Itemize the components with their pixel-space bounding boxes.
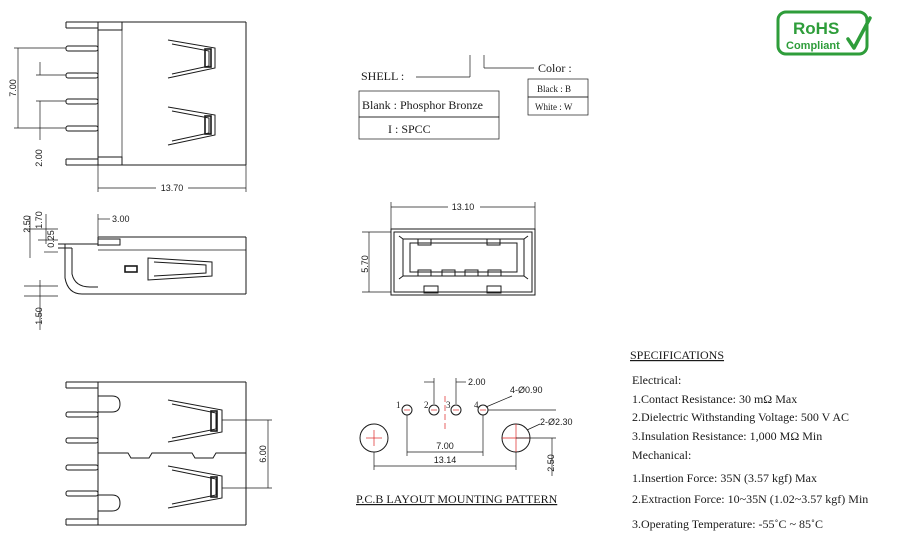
svg-text:5.70: 5.70 bbox=[360, 255, 370, 273]
dim-bottom-height: 6.00 bbox=[222, 419, 272, 489]
dim-pcb-hole-big: 2-Ø2.30 bbox=[526, 417, 573, 431]
svg-text:2.00: 2.00 bbox=[34, 149, 44, 167]
color-label: Color : bbox=[538, 61, 572, 75]
rohs-text: RoHS bbox=[793, 19, 839, 38]
dim-pcb-hole-small: 4-Ø0.90 bbox=[485, 385, 543, 408]
dim-front-width: 13.10 bbox=[390, 201, 536, 229]
pcb-pin-4: 4 bbox=[474, 400, 479, 410]
shell-row-1: Blank : Phosphor Bronze bbox=[362, 98, 483, 112]
specs-title: SPECIFICATIONS bbox=[630, 348, 724, 362]
dim-side-left: 2.50 1.70 0.25 1.50 bbox=[22, 211, 58, 330]
checkmark-icon bbox=[846, 16, 872, 50]
svg-text:0.25: 0.25 bbox=[46, 230, 56, 248]
mechanical-item-2: 2.Extraction Force: 10~35N (1.02~3.57 kg… bbox=[632, 492, 868, 506]
svg-text:4-Ø0.90: 4-Ø0.90 bbox=[510, 385, 543, 395]
svg-text:2.00: 2.00 bbox=[468, 377, 486, 387]
mechanical-item-3: 3.Operating Temperature: -55˚C ~ 85˚C bbox=[632, 517, 823, 531]
pcb-pin-3: 3 bbox=[446, 400, 451, 410]
electrical-item-1: 1.Contact Resistance: 30 mΩ Max bbox=[632, 392, 797, 406]
svg-text:1.50: 1.50 bbox=[34, 307, 44, 325]
dim-pcb-offset: 2.50 bbox=[488, 409, 556, 476]
electrical-item-3: 3.Insulation Resistance: 1,000 MΩ Min bbox=[632, 429, 822, 443]
svg-text:7.00: 7.00 bbox=[8, 79, 18, 97]
svg-text:3.00: 3.00 bbox=[112, 214, 130, 224]
dim-side-top: 3.00 bbox=[97, 214, 130, 237]
top-view-pins bbox=[65, 45, 99, 132]
dim-pcb-pitch: 2.00 bbox=[424, 377, 486, 404]
electrical-item-2: 2.Dielectric Withstanding Voltage: 500 V… bbox=[632, 410, 849, 424]
bottom-view: 6.00 bbox=[65, 381, 272, 526]
svg-text:1.70: 1.70 bbox=[34, 211, 44, 229]
dim-top-length: 13.70 bbox=[97, 165, 247, 193]
shell-label: SHELL : bbox=[361, 69, 404, 83]
svg-text:2-Ø2.30: 2-Ø2.30 bbox=[540, 417, 573, 427]
electrical-heading: Electrical: bbox=[632, 373, 681, 387]
top-view-contact-springs bbox=[167, 39, 216, 146]
shell-legend: SHELL : Blank : Phosphor Bronze I : SPCC bbox=[358, 55, 500, 140]
front-view: 13.10 5.70 bbox=[360, 201, 536, 296]
rohs-badge: RoHS Compliant bbox=[776, 10, 872, 56]
top-view: 7.00 2.00 13.70 bbox=[8, 21, 247, 193]
dim-front-height: 5.70 bbox=[360, 231, 391, 293]
color-row-1: Black : B bbox=[537, 84, 571, 94]
pcb-pin-2: 2 bbox=[424, 400, 429, 410]
mechanical-item-1: 1.Insertion Force: 35N (3.57 kgf) Max bbox=[632, 471, 817, 485]
pcb-small-holes bbox=[401, 404, 489, 416]
shell-row-2: I : SPCC bbox=[388, 122, 431, 136]
pcb-title: P.C.B LAYOUT MOUNTING PATTERN bbox=[356, 492, 558, 506]
dim-pcb-span: 7.00 13.14 bbox=[373, 415, 517, 470]
color-row-2: White : W bbox=[535, 102, 573, 112]
pcb-pin-1: 1 bbox=[396, 400, 401, 410]
color-legend: Color : Black : B White : W bbox=[483, 55, 589, 116]
svg-text:13.14: 13.14 bbox=[434, 455, 457, 465]
mechanical-heading: Mechanical: bbox=[632, 448, 691, 462]
dim-top-pitch: 2.00 bbox=[34, 62, 66, 167]
side-view: 2.50 1.70 0.25 1.50 3.00 bbox=[22, 211, 247, 330]
compliant-text: Compliant bbox=[786, 40, 840, 52]
svg-text:7.00: 7.00 bbox=[436, 441, 454, 451]
specifications: SPECIFICATIONS Electrical: 1.Contact Res… bbox=[630, 348, 868, 531]
svg-text:13.70: 13.70 bbox=[161, 183, 184, 193]
svg-text:13.10: 13.10 bbox=[452, 202, 475, 212]
svg-text:2.50: 2.50 bbox=[546, 454, 556, 472]
dim-top-height: 7.00 bbox=[8, 47, 66, 129]
pcb-layout: 1 2 3 4 2.00 4-Ø0.90 2-Ø2.30 7.00 13.14 bbox=[356, 377, 573, 506]
bottom-view-contact-springs bbox=[167, 399, 223, 509]
svg-text:6.00: 6.00 bbox=[258, 445, 268, 463]
svg-text:2.50: 2.50 bbox=[22, 215, 32, 233]
bottom-view-pins bbox=[65, 411, 99, 497]
